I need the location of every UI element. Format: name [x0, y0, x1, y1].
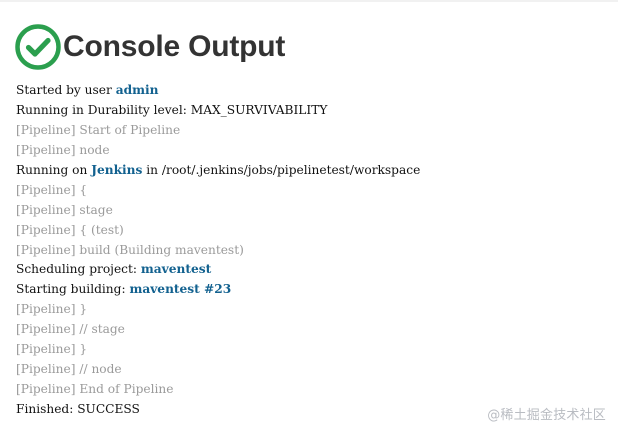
console-link-admin[interactable]: admin [115, 83, 159, 97]
console-line: [Pipeline] } [16, 300, 606, 320]
success-check-icon [15, 24, 61, 70]
console-text: Scheduling project: [16, 262, 141, 277]
console-link-jenkins[interactable]: Jenkins [91, 162, 143, 177]
pipeline-step-text: [Pipeline] // node [16, 362, 122, 377]
watermark: @稀土掘金技术社区 [487, 408, 606, 423]
pipeline-step-text: [Pipeline] Start of Pipeline [16, 122, 181, 137]
console-line: [Pipeline] // node [16, 360, 606, 380]
console-line: Started by user admin [16, 81, 606, 101]
pipeline-step-text: [Pipeline] End of Pipeline [16, 382, 174, 397]
console-line: Finished: SUCCESS [16, 400, 606, 420]
console-line: Running on Jenkins in /root/.jenkins/job… [16, 161, 606, 181]
console-header: Console Output [15, 24, 285, 70]
console-line: [Pipeline] { (test) [16, 221, 606, 241]
console-line: [Pipeline] stage [16, 201, 606, 221]
console-text: Started by user [16, 83, 116, 97]
console-line: Starting building: maventest #23 [16, 280, 606, 300]
console-text: Starting building: [16, 282, 130, 297]
console-line: [Pipeline] // stage [16, 320, 606, 340]
console-line: [Pipeline] node [16, 141, 606, 161]
pipeline-step-text: [Pipeline] { (test) [16, 222, 124, 237]
console-line: [Pipeline] Start of Pipeline [16, 121, 606, 141]
console-line: [Pipeline] End of Pipeline [16, 380, 606, 400]
page-title: Console Output [63, 30, 286, 63]
console-line: [Pipeline] build (Building maventest) [16, 241, 606, 261]
console-link-maventest-23[interactable]: maventest #23 [129, 282, 232, 297]
pipeline-step-text: [Pipeline] } [16, 302, 88, 317]
pipeline-step-text: [Pipeline] // stage [16, 322, 125, 337]
console-text: Finished: SUCCESS [16, 402, 140, 416]
pipeline-step-text: [Pipeline] stage [16, 202, 113, 217]
console-line: [Pipeline] { [16, 181, 606, 201]
console-text: in /root/.jenkins/jobs/pipelinetest/work… [142, 162, 421, 177]
console-link-maventest[interactable]: maventest [140, 262, 212, 277]
pipeline-step-text: [Pipeline] build (Building maventest) [16, 242, 244, 257]
console-line: [Pipeline] } [16, 340, 606, 360]
console-text: Running in Durability level: MAX_SURVIVA… [16, 102, 328, 117]
console-line: Running in Durability level: MAX_SURVIVA… [16, 101, 606, 121]
console-line: Scheduling project: maventest [16, 260, 606, 280]
pipeline-step-text: [Pipeline] node [16, 142, 110, 157]
pipeline-step-text: [Pipeline] } [16, 342, 88, 357]
console-text: Running on [16, 162, 92, 177]
top-border [0, 0, 618, 2]
pipeline-step-text: [Pipeline] { [16, 182, 88, 197]
